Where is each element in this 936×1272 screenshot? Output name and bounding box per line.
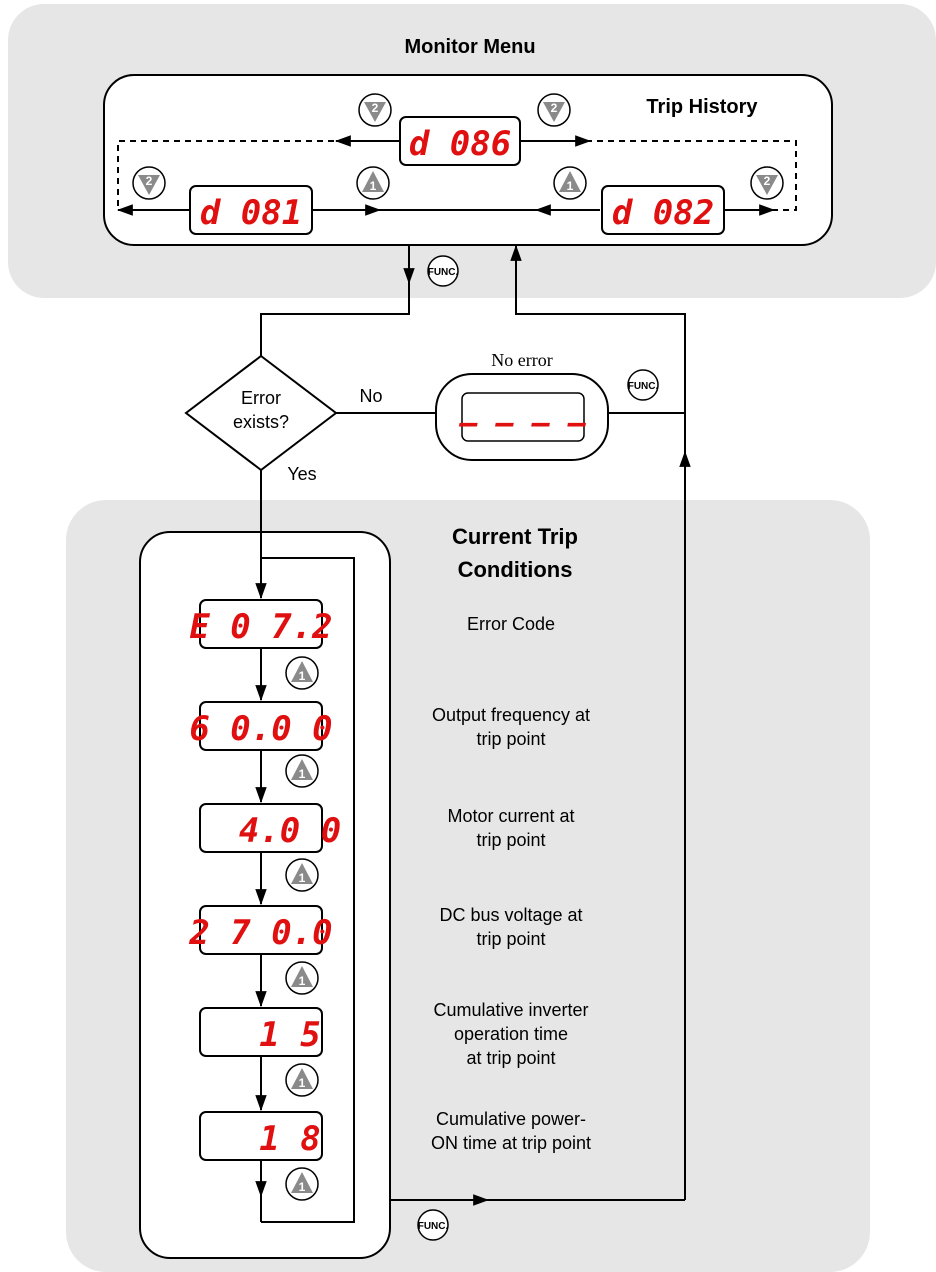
motor-current-desc-1: Motor current at xyxy=(447,806,574,826)
operation-time-desc-2: operation time xyxy=(454,1024,568,1044)
yes-label: Yes xyxy=(287,464,316,484)
display-d082: d 082 xyxy=(601,185,725,235)
dc-bus-voltage-value: 2 7 0.0 xyxy=(188,913,332,953)
trip-condition-row: E 0 7.2 Error Code xyxy=(189,599,555,649)
operation-time-desc-1: Cumulative inverter xyxy=(433,1000,588,1020)
up-key-1-icon[interactable]: 1 xyxy=(356,166,390,200)
display-d086: d 086 xyxy=(399,116,521,166)
down-key-2-icon[interactable]: 2 xyxy=(537,93,571,127)
trip-condition-row: 1 5 Cumulative inverter operation time a… xyxy=(199,1000,589,1068)
error-code-value: E 0 7.2 xyxy=(189,607,332,647)
monitor-menu-title: Monitor Menu xyxy=(404,36,535,58)
dc-bus-voltage-desc-2: trip point xyxy=(476,929,545,949)
current-trip-title-line2: Conditions xyxy=(458,557,573,582)
output-frequency-desc-1: Output frequency at xyxy=(432,705,590,725)
display-d082-text: d 082 xyxy=(612,193,714,233)
dashed-link-left xyxy=(117,140,400,210)
svg-text:1: 1 xyxy=(299,1180,306,1194)
trip-condition-row: 2 7 0.0 DC bus voltage at trip point xyxy=(188,905,583,955)
no-error-display xyxy=(461,392,585,442)
svg-text:FUNC.: FUNC. xyxy=(428,267,459,278)
output-frequency-value: 6 0.0 0 xyxy=(189,709,332,749)
decision-line1: Error xyxy=(241,388,281,408)
power-on-time-desc-1: Cumulative power- xyxy=(436,1109,586,1129)
error-code-desc: Error Code xyxy=(467,614,555,634)
svg-text:1: 1 xyxy=(299,974,306,988)
trip-history-title: Trip History xyxy=(646,96,758,118)
svg-text:1: 1 xyxy=(299,767,306,781)
trip-condition-row: 4.0 0 Motor current at trip point xyxy=(199,803,575,853)
cycle-loop xyxy=(261,557,355,1223)
power-on-time-value: 1 8 xyxy=(259,1119,320,1159)
no-error-label: No error xyxy=(491,350,552,370)
svg-text:FUNC.: FUNC. xyxy=(418,1221,449,1232)
svg-text:2: 2 xyxy=(764,174,771,188)
up-key-1-icon[interactable]: 1 xyxy=(285,858,319,892)
motor-current-value: 4.0 0 xyxy=(239,811,341,851)
svg-text:1: 1 xyxy=(370,179,377,193)
func-key-icon[interactable]: FUNC. xyxy=(627,369,659,401)
output-frequency-desc-2: trip point xyxy=(476,729,545,749)
dc-bus-voltage-desc-1: DC bus voltage at xyxy=(439,905,582,925)
power-on-time-desc-2: ON time at trip point xyxy=(431,1133,591,1153)
dashed-link-right xyxy=(520,140,797,211)
down-key-2-icon[interactable]: 2 xyxy=(132,166,166,200)
display-d081: d 081 xyxy=(189,185,313,235)
up-key-1-icon[interactable]: 1 xyxy=(285,1063,319,1097)
trip-condition-row: 1 8 Cumulative power- ON time at trip po… xyxy=(199,1109,591,1161)
line-to-decision xyxy=(260,283,410,356)
svg-text:2: 2 xyxy=(551,101,558,115)
up-key-1-icon[interactable]: 1 xyxy=(553,166,587,200)
up-key-1-icon[interactable]: 1 xyxy=(285,961,319,995)
svg-text:FUNC.: FUNC. xyxy=(628,381,659,392)
up-key-1-icon[interactable]: 1 xyxy=(285,754,319,788)
return-line xyxy=(515,250,686,1200)
display-d081-text: d 081 xyxy=(200,193,302,233)
svg-text:1: 1 xyxy=(299,871,306,885)
display-d086-text: d 086 xyxy=(409,124,511,164)
down-key-2-icon[interactable]: 2 xyxy=(358,93,392,127)
svg-text:1: 1 xyxy=(567,179,574,193)
operation-time-value: 1 5 xyxy=(259,1015,320,1055)
down-key-2-icon[interactable]: 2 xyxy=(750,166,784,200)
up-key-1-icon[interactable]: 1 xyxy=(285,1167,319,1201)
func-key-icon[interactable]: FUNC. xyxy=(427,255,459,287)
svg-text:2: 2 xyxy=(372,101,379,115)
svg-text:1: 1 xyxy=(299,669,306,683)
up-key-1-icon[interactable]: 1 xyxy=(285,656,319,690)
operation-time-desc-3: at trip point xyxy=(466,1048,555,1068)
svg-text:2: 2 xyxy=(146,174,153,188)
trip-condition-row: 6 0.0 0 Output frequency at trip point xyxy=(189,701,590,751)
motor-current-desc-2: trip point xyxy=(476,830,545,850)
current-trip-title-line1: Current Trip xyxy=(452,524,578,549)
func-key-icon[interactable]: FUNC. xyxy=(417,1209,449,1241)
no-label: No xyxy=(359,386,382,406)
svg-text:1: 1 xyxy=(299,1076,306,1090)
no-error-display-text: – – – – xyxy=(459,406,586,441)
decision-line2: exists? xyxy=(233,412,289,432)
